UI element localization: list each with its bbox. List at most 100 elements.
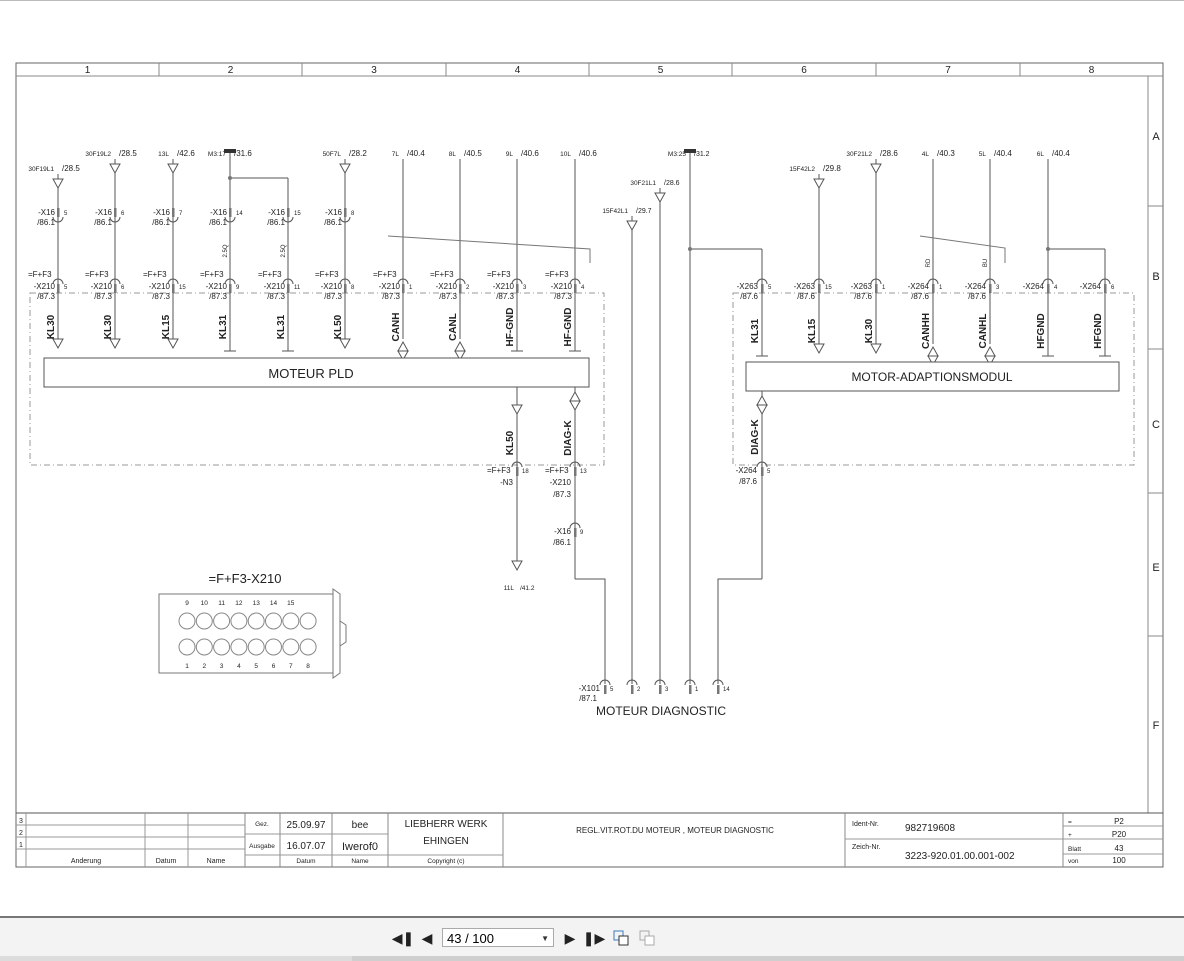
input-arrow-icon [167, 338, 179, 350]
ground-bar-icon [684, 149, 696, 153]
pin-number: 3 [220, 663, 224, 670]
pin-number: 1 [185, 663, 189, 670]
gez-date: 25.09.97 [287, 820, 326, 831]
pin-cavity [299, 638, 317, 656]
junction-dot [1046, 247, 1050, 251]
diagnostic-pin: 1 [695, 687, 699, 693]
x16-label: -X16 [210, 208, 227, 217]
junction-dot [228, 176, 232, 180]
pin-marker [574, 284, 577, 293]
connector-label: -X263 [794, 282, 816, 291]
column-number: 5 [658, 65, 664, 76]
meta-key: = [1068, 819, 1072, 826]
connector-label: -X210 [550, 478, 572, 487]
source-label: M3:25 [668, 151, 686, 158]
copyright: Copyright (c) [427, 858, 464, 865]
source-label: 10L [560, 151, 571, 158]
x16-ref: /86.1 [209, 218, 227, 227]
signal-label: KL31 [750, 318, 761, 343]
connector-pin: 2 [466, 285, 470, 291]
plug-label: =F+F3 [430, 270, 454, 279]
plug-label: =F+F3 [373, 270, 397, 279]
meta-value: 43 [1115, 844, 1124, 853]
pin-cavity [213, 612, 231, 630]
module-motor-adaptionsmodul [745, 361, 1120, 392]
next-page-button[interactable]: ▶ [564, 929, 576, 946]
connector-socket-icon [52, 216, 64, 223]
input-arrow-icon [109, 338, 121, 350]
source-ref: /31.2 [694, 151, 710, 158]
ausgabe-label: Ausgabe [249, 843, 275, 850]
x16-ref: /86.1 [152, 218, 170, 227]
bidirectional-arrow-icon [927, 355, 939, 367]
diagnostic-pin: 5 [610, 687, 614, 693]
paste-page-icon[interactable] [638, 928, 656, 948]
last-page-button[interactable]: ❚▶ [582, 929, 606, 946]
connector-socket-icon [756, 278, 768, 285]
company-location: EHINGEN [423, 836, 469, 847]
connector-pin: 13 [580, 469, 587, 475]
pin-marker [172, 208, 175, 217]
connector-socket-icon [109, 216, 121, 223]
pin-marker [761, 284, 764, 293]
diag-wire [717, 578, 762, 684]
connector-pin: 6 [1111, 285, 1115, 291]
diag-arrow-icon [569, 390, 581, 402]
pin-marker [631, 685, 634, 694]
revision-row-number: 3 [19, 818, 23, 825]
output-arrow-icon [511, 560, 523, 572]
diagnostic-pin: 14 [723, 687, 730, 693]
row-letter: F [1153, 720, 1160, 732]
pin-marker [172, 284, 175, 293]
wire-color-label: BU [983, 259, 989, 267]
meta-value: 100 [1112, 856, 1126, 865]
connector-pin: 4 [1054, 285, 1058, 291]
x16-label: -X16 [554, 527, 571, 536]
copy-page-icon[interactable] [612, 928, 630, 948]
connector-pin: 1 [939, 285, 943, 291]
pin-marker [875, 284, 878, 293]
pin-number: 4 [237, 663, 241, 670]
pin-marker [114, 284, 117, 293]
source-label: 13L [158, 151, 169, 158]
ausgabe-date: 16.07.07 [287, 841, 326, 852]
shield-line [919, 235, 1006, 263]
source-ref: /40.6 [579, 149, 597, 158]
diag-arrow-icon [756, 394, 768, 406]
x16-label: -X16 [268, 208, 285, 217]
meta-key: Blatt [1068, 846, 1081, 853]
row-letter: B [1152, 271, 1159, 283]
connector-pin: 15 [179, 285, 186, 291]
pin-number: 15 [287, 600, 295, 607]
previous-page-button[interactable]: ◀ [421, 929, 433, 946]
first-page-button[interactable]: ◀❚ [391, 929, 415, 946]
pin-cavity [230, 612, 248, 630]
pin-marker [689, 685, 692, 694]
pin-number: 8 [306, 663, 310, 670]
page-number-select[interactable]: 43 / 100▼ [442, 928, 554, 947]
gez-label: Gez. [255, 821, 269, 828]
chevron-down-icon: ▼ [541, 934, 549, 943]
source-ref: /40.5 [464, 149, 482, 158]
connector-latch [332, 588, 347, 679]
ident-number: 982719608 [905, 823, 955, 834]
pin-marker [604, 685, 607, 694]
connector-ref: /87.3 [553, 490, 571, 499]
column-number: 1 [85, 65, 91, 76]
pin-marker [516, 284, 519, 293]
source-ref: /28.2 [349, 149, 367, 158]
source-ref: /29.8 [823, 164, 841, 173]
pin-cavity [299, 612, 317, 630]
pin-number: 5 [254, 663, 258, 670]
x16-label: -X16 [325, 208, 342, 217]
pin-cavity [195, 638, 213, 656]
connector-ref: /87.3 [324, 292, 342, 301]
diagnostic-pin: 3 [665, 687, 669, 693]
connector-label: -X264 [1023, 282, 1045, 291]
pin-marker [229, 284, 232, 293]
bidirectional-arrow-icon [454, 340, 466, 352]
source-ref: /28.6 [880, 149, 898, 158]
connector-label: -X210 [149, 282, 171, 291]
plug-label: =F+F3 [143, 270, 167, 279]
